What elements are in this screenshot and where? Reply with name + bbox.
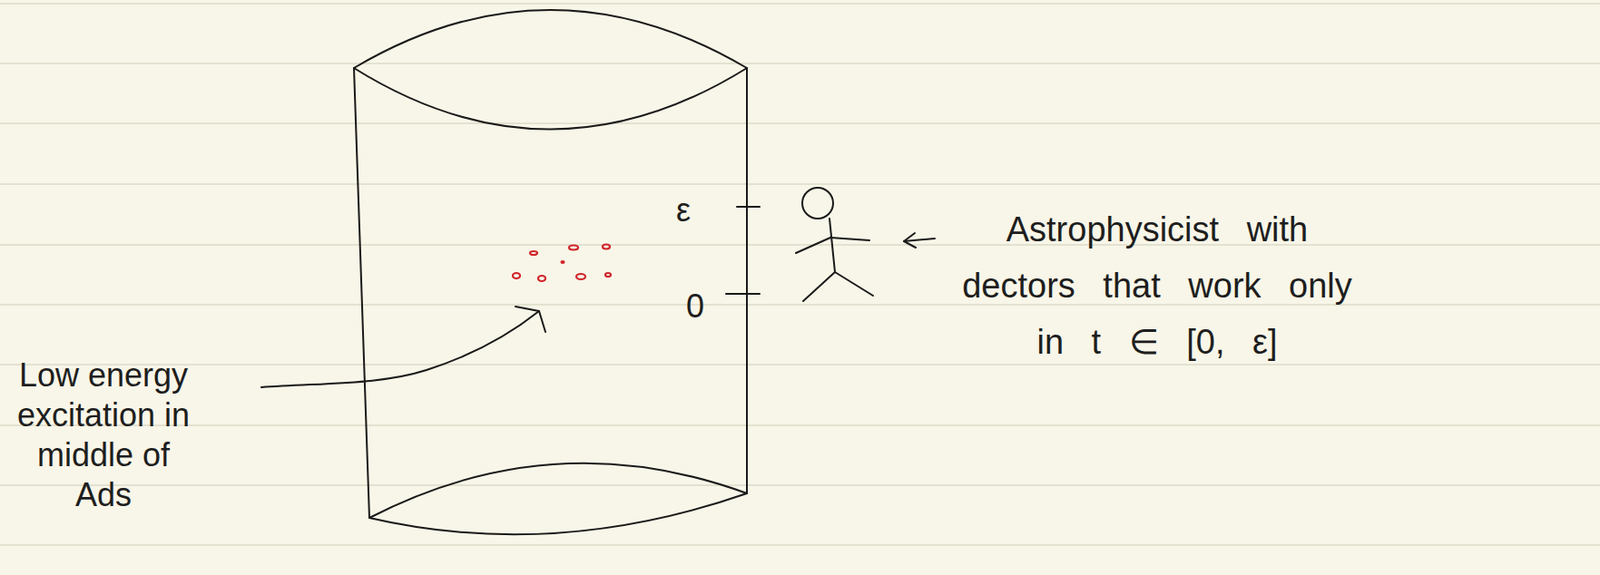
paper-rules bbox=[0, 3, 1600, 546]
ads-cylinder bbox=[353, 9, 747, 535]
time-mark: 0 bbox=[678, 288, 712, 325]
time-ticks bbox=[726, 206, 760, 295]
excitation-dots bbox=[512, 245, 611, 283]
pointer-arrow bbox=[903, 233, 935, 248]
leader-arrow bbox=[261, 306, 546, 388]
time-mark: ε bbox=[667, 192, 700, 229]
excitation-note: Low energy excitation in middle of Ads bbox=[12, 355, 195, 516]
observer-note: Astrophysicist with dectors that work on… bbox=[961, 201, 1353, 371]
astrophysicist-figure bbox=[795, 187, 874, 302]
